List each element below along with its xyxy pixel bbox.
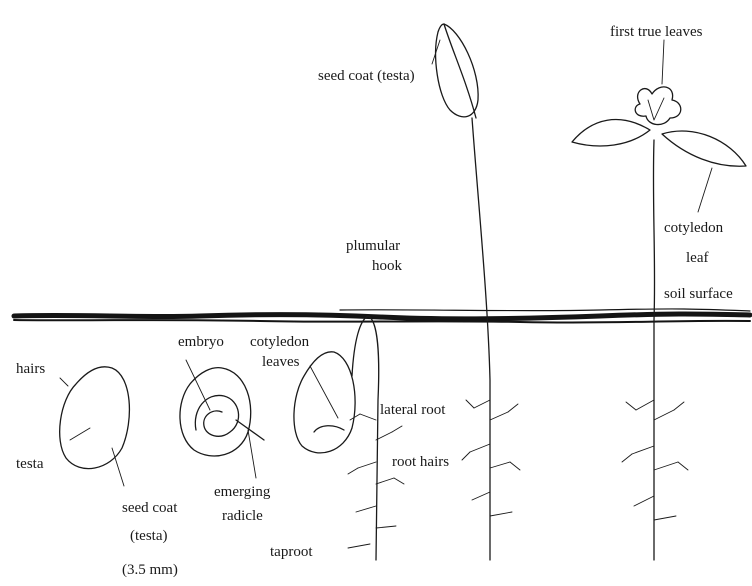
stage2-seed — [180, 360, 264, 478]
label-taproot: taproot — [270, 544, 313, 560]
label-radicle: radicle — [222, 508, 263, 524]
label-seed-coat: seed coat — [122, 500, 178, 516]
label-first-true-leaves: first true leaves — [610, 24, 703, 40]
label-root-hairs: root hairs — [392, 454, 449, 470]
label-testa-paren: (testa) — [130, 528, 167, 544]
stage4-seedling — [432, 24, 520, 560]
label-emerging: emerging — [214, 484, 271, 500]
label-plumular: plumular — [346, 238, 400, 254]
label-seed-coat-top: seed coat (testa) — [318, 68, 415, 84]
label-cotyledon-mid: cotyledon — [250, 334, 310, 350]
label-leaf: leaf — [686, 250, 708, 266]
label-leaves: leaves — [262, 354, 300, 370]
label-hairs: hairs — [16, 361, 45, 377]
label-size: (3.5 mm) — [122, 562, 178, 578]
label-lateral-root: lateral root — [380, 402, 446, 418]
stage3-seedling — [294, 316, 404, 560]
label-cotyledon-right: cotyledon — [664, 220, 724, 236]
label-testa: testa — [16, 456, 44, 472]
soil-surface-line — [14, 309, 750, 323]
stage1-seed — [60, 367, 130, 486]
label-embryo: embryo — [178, 334, 224, 350]
label-hook: hook — [372, 258, 403, 274]
label-soil-surface: soil surface — [664, 286, 733, 302]
